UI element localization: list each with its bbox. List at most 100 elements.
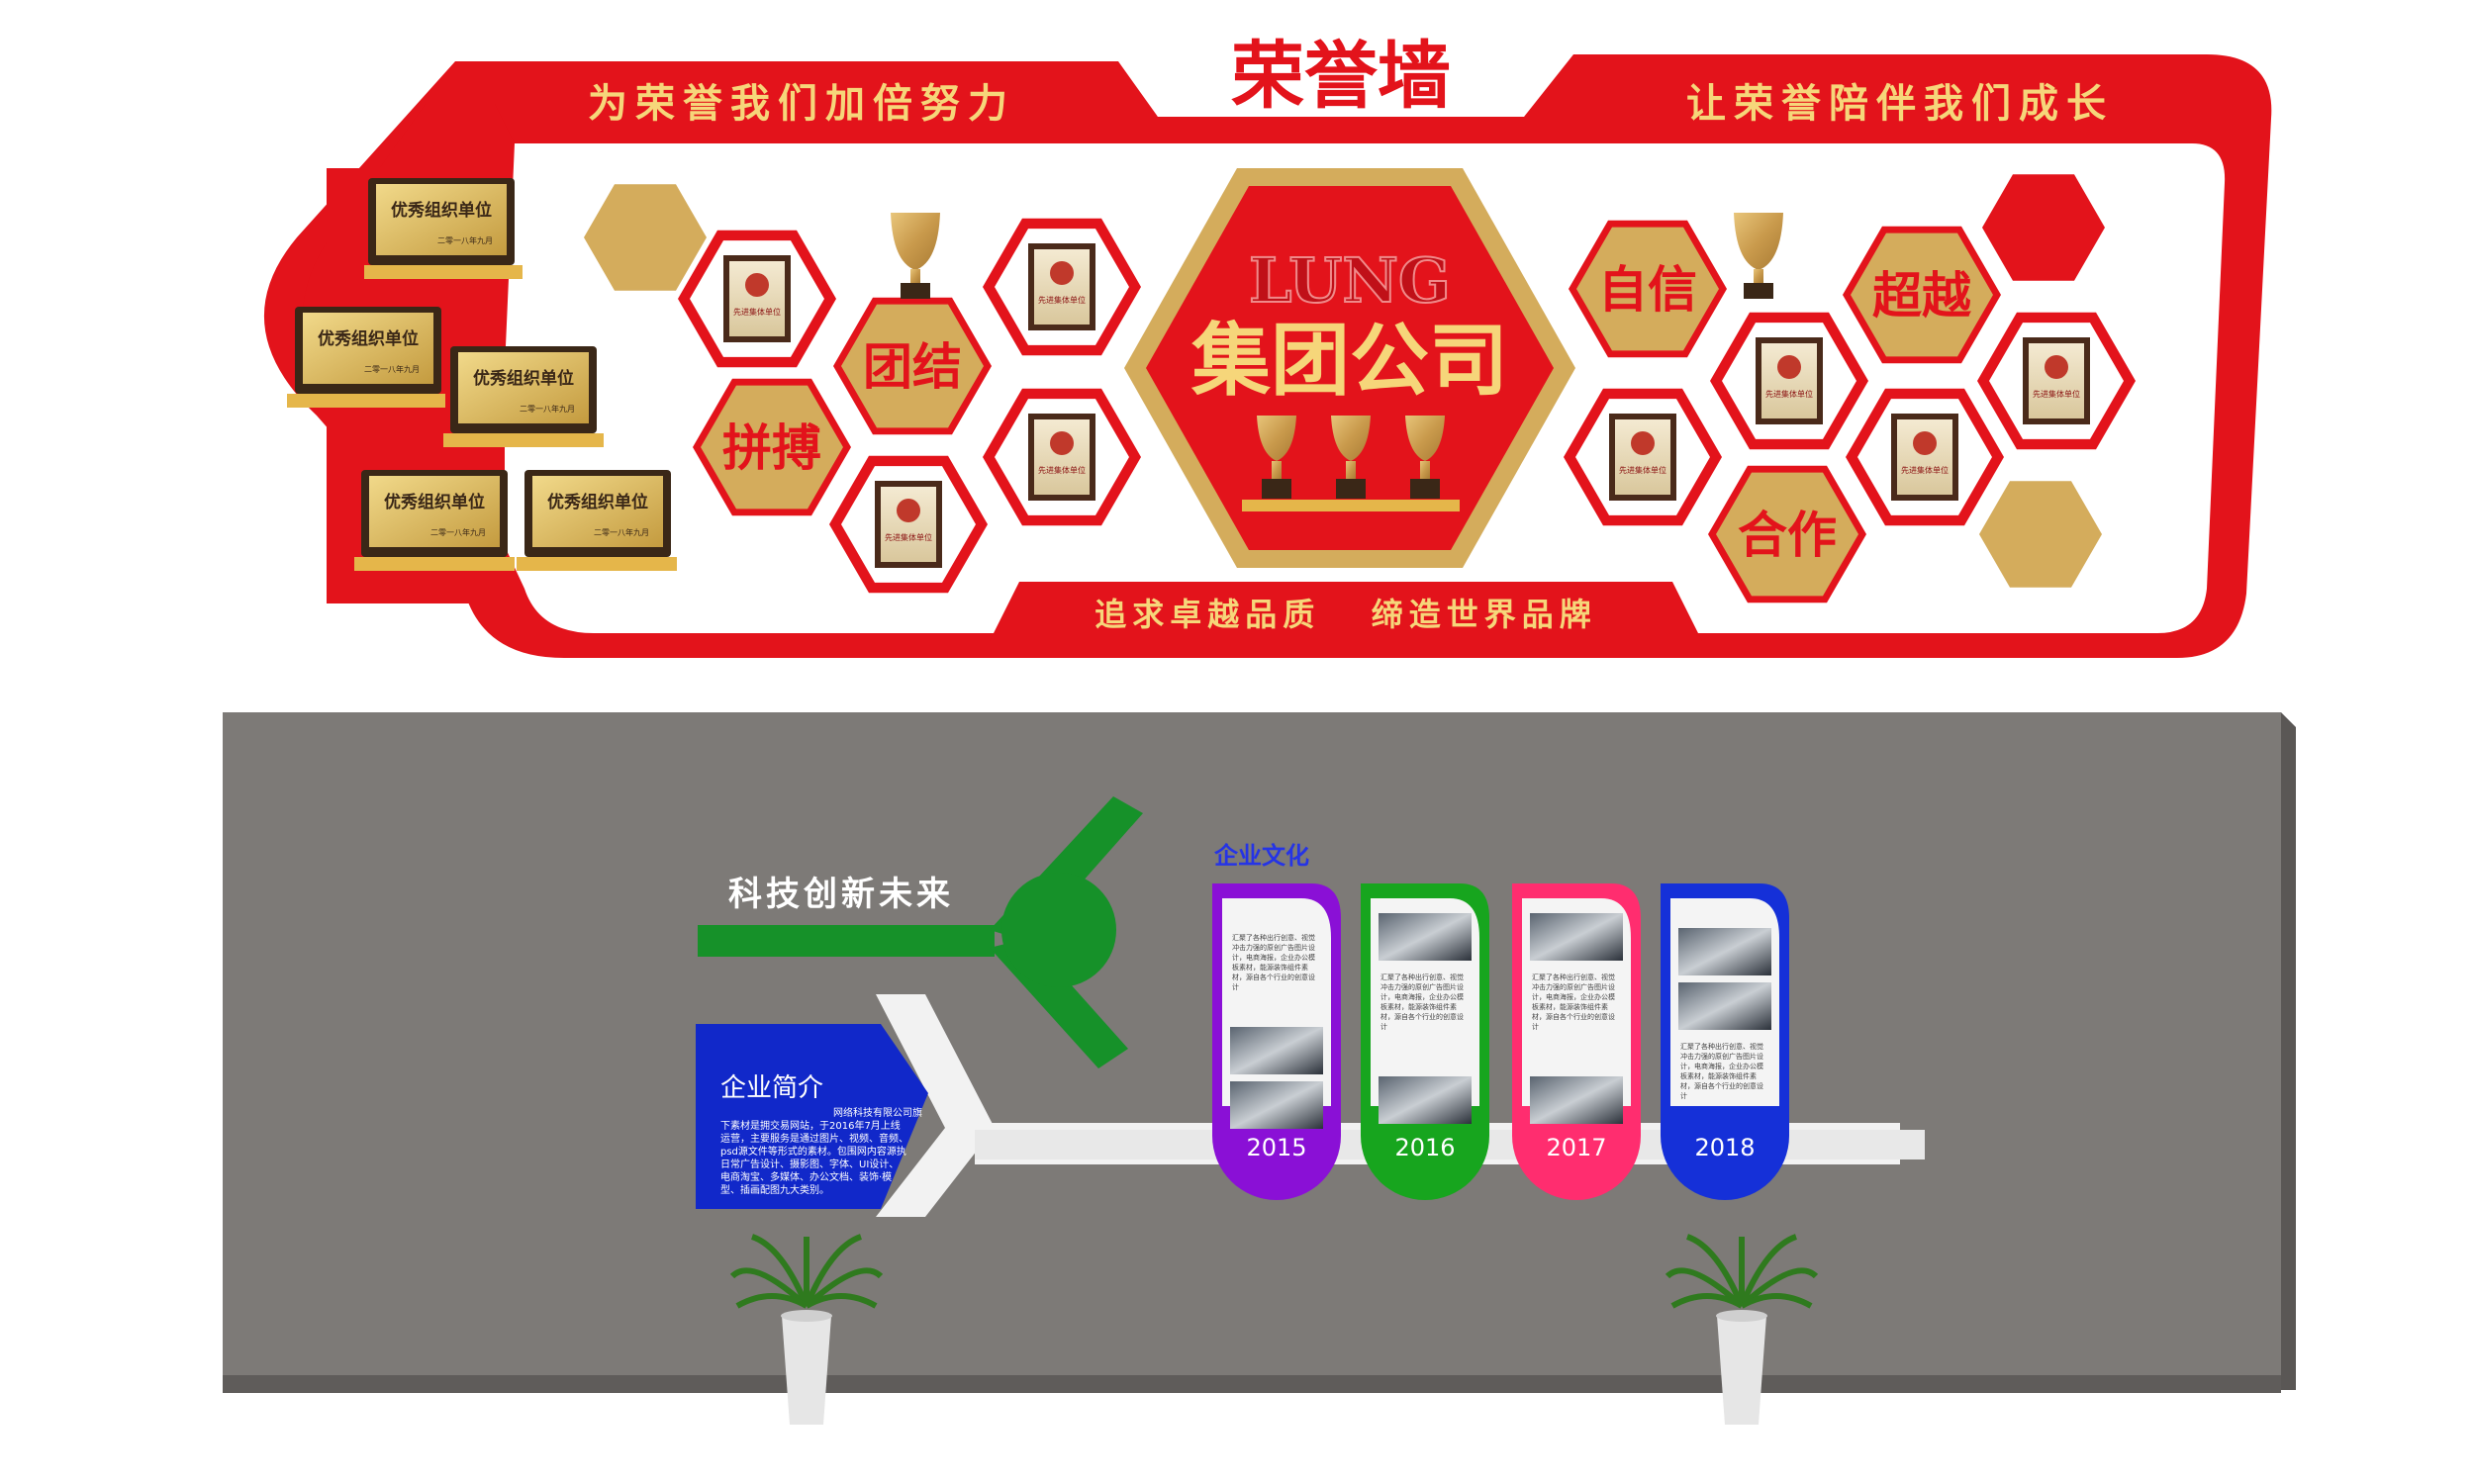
plaque: 优秀组织单位 二零一八年九月: [354, 470, 515, 571]
year-label: 2017: [1546, 1134, 1606, 1161]
trophy-icon: [891, 213, 940, 299]
certificate-hexagon: 先进集体单位: [1977, 312, 2136, 450]
value-label: 团结: [863, 338, 962, 396]
right-slogan: 让荣誉陪伴我们成长: [1686, 81, 2114, 127]
hexagon-cluster: 先进集体单位团结拼搏先进集体单位先进集体单位先进集体单位自信先进集体单位先进集体…: [584, 174, 2136, 603]
year-label: 2016: [1394, 1134, 1455, 1161]
value-label: 合作: [1738, 507, 1837, 564]
emblem-icon: [897, 499, 920, 522]
certificate-label: 先进集体单位: [2033, 389, 2080, 399]
plant-pot-right: [1665, 1234, 1819, 1425]
timeline-panel: 2016: [1361, 883, 1489, 1200]
intro-panel: 企业简介 网络科技有限公司旗: [696, 1024, 928, 1209]
value-hexagon: 自信: [1569, 220, 1727, 358]
photo: [1230, 1081, 1323, 1129]
emblem-icon: [1050, 261, 1074, 285]
value-hexagon: 拼搏: [693, 378, 851, 516]
photo: [1678, 928, 1771, 975]
intro-company: 网络科技有限公司旗: [833, 1106, 922, 1119]
trophy-icon: [1734, 213, 1783, 299]
panel-text: 汇聚了各种出行创意、视觉冲击力强的原创广告图片设计，电商海报，企业办公模板素材，…: [1532, 974, 1615, 1031]
timeline-panels: 2015 2016 2017 2018: [1212, 883, 1789, 1200]
bottom-slogan: 追求卓越品质 缔造世界品牌: [1094, 596, 1596, 633]
certificate-label: 先进集体单位: [885, 532, 932, 542]
certificate-label: 先进集体单位: [1619, 465, 1666, 475]
decorative-hexagon: [1979, 481, 2102, 588]
timeline-panel: 2017: [1512, 883, 1641, 1200]
culture-label: 企业文化: [1214, 842, 1309, 870]
panel-text: 汇聚了各种出行创意、视觉冲击力强的原创广告图片设计，电商海报，企业办公模板素材，…: [1680, 1043, 1763, 1100]
photo: [1678, 982, 1771, 1030]
emblem-icon: [1631, 431, 1655, 455]
emblem-icon: [1777, 355, 1801, 379]
photo: [1379, 1076, 1472, 1124]
bottom-slogan-bar: [990, 582, 1702, 641]
emblem-icon: [1913, 431, 1937, 455]
plaque-date: 二零一八年九月: [520, 404, 575, 414]
plaque-date: 二零一八年九月: [430, 527, 486, 537]
certificate-label: 先进集体单位: [1038, 295, 1086, 305]
value-hexagon: 合作: [1708, 465, 1866, 603]
emblem-icon: [745, 273, 769, 297]
value-label: 自信: [1598, 261, 1697, 319]
certificate-hexagon: 先进集体单位: [678, 230, 836, 368]
year-label: 2018: [1694, 1134, 1755, 1161]
culture-slogan: 科技创新未来: [728, 875, 954, 914]
certificate-hexagon: 先进集体单位: [1710, 312, 1868, 450]
green-branch: [698, 796, 1143, 1068]
certificate-hexagon: 先进集体单位: [983, 218, 1141, 356]
photo: [1530, 1076, 1623, 1124]
decorative-hexagon: [1982, 174, 2105, 281]
certificate-hexagon: 先进集体单位: [983, 388, 1141, 526]
value-label: 拼搏: [722, 419, 821, 477]
plaque-group: 优秀组织单位 二零一八年九月 优秀组织单位 二零一八年九月 优秀组织单位 二零一…: [287, 178, 677, 571]
title-banner: [1108, 30, 1564, 117]
value-label: 超越: [1872, 267, 1972, 325]
value-hexagon: 团结: [833, 297, 992, 435]
photo: [1230, 1027, 1323, 1074]
certificate-label: 先进集体单位: [1901, 465, 1949, 475]
decorative-hexagon: [584, 184, 707, 291]
plaque-label: 优秀组织单位: [473, 368, 574, 389]
certificate-hexagon: 先进集体单位: [829, 455, 988, 594]
honor-wall: 荣誉墙 为荣誉我们加倍努力 让荣誉陪伴我们成长 追求卓越品质 缔造世界品牌 优秀…: [263, 30, 2272, 658]
emblem-icon: [1050, 431, 1074, 455]
left-slogan: 为荣誉我们加倍努力: [588, 81, 1015, 127]
emblem-icon: [2045, 355, 2068, 379]
certificate-label: 先进集体单位: [1765, 389, 1813, 399]
center-hexagon: LUNG 集团公司: [1124, 168, 1575, 568]
certificate-hexagon: 先进集体单位: [1846, 388, 2004, 526]
plaque-date: 二零一八年九月: [364, 364, 420, 374]
photo: [1530, 913, 1623, 961]
plaque-label: 优秀组织单位: [384, 492, 485, 512]
plaque: 优秀组织单位 二零一八年九月: [287, 307, 445, 408]
panel-text: 汇聚了各种出行创意、视觉冲击力强的原创广告图片设计，电商海报，企业办公模板素材，…: [1380, 974, 1464, 1031]
plaque-label: 优秀组织单位: [547, 492, 648, 512]
trophy-icon: [1257, 416, 1445, 499]
panel-text: 汇聚了各种出行创意、视觉冲击力强的原创广告图片设计，电商海报，企业办公模板素材，…: [1232, 934, 1315, 991]
plaque-date: 二零一八年九月: [594, 527, 649, 537]
trophy-shelf: [1242, 500, 1460, 511]
year-label: 2015: [1246, 1134, 1306, 1161]
plaque: 优秀组织单位 二零一八年九月: [517, 470, 677, 571]
logo-text: LUNG: [1249, 244, 1451, 317]
plaque-date: 二零一八年九月: [437, 235, 493, 245]
plaque: 优秀组织单位 二零一八年九月: [364, 178, 523, 279]
plaque-label: 优秀组织单位: [391, 200, 492, 221]
timeline-panel: 2015: [1212, 883, 1341, 1200]
center-title: 集团公司: [1190, 315, 1508, 407]
intro-title: 企业简介: [720, 1073, 823, 1103]
plaque-label: 优秀组织单位: [318, 328, 419, 349]
value-hexagon: 超越: [1843, 226, 2001, 364]
plant-pot-left: [729, 1234, 884, 1425]
plaque: 优秀组织单位 二零一八年九月: [443, 346, 604, 447]
timeline-panel: 2018: [1661, 883, 1789, 1200]
honor-wall-title: 荣誉墙: [1231, 34, 1451, 119]
photo: [1379, 913, 1472, 961]
certificate-label: 先进集体单位: [733, 307, 781, 317]
certificate-hexagon: 先进集体单位: [1564, 388, 1722, 526]
intro-text: 下素材是拥交易网站，于2016年7月上线运营，主要服务是通过图片、视频、音频、p…: [720, 1121, 908, 1196]
certificate-label: 先进集体单位: [1038, 465, 1086, 475]
